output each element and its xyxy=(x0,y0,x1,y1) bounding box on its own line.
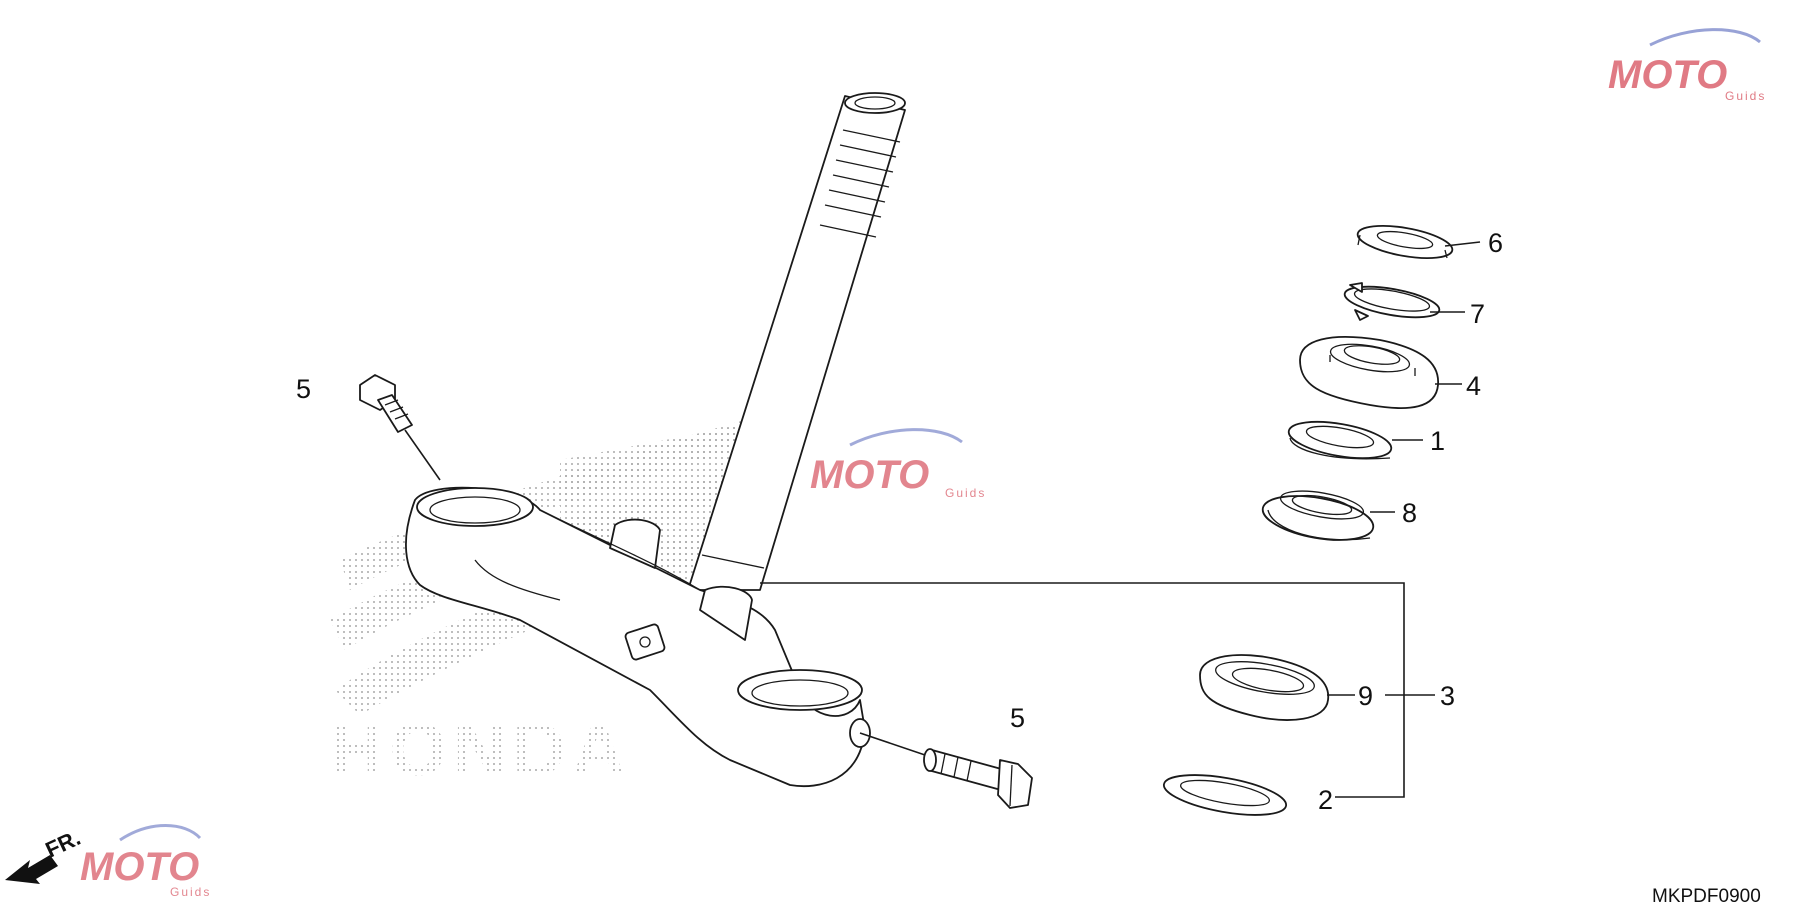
watermark-text-bottom: MOTO xyxy=(80,845,199,889)
honda-logo-text: HONDA xyxy=(330,708,631,791)
callout-2: 2 xyxy=(1318,785,1333,815)
leader-lines xyxy=(760,241,1481,798)
callout-1: 1 xyxy=(1430,426,1445,456)
part-1-dust-seal xyxy=(1287,420,1393,460)
callout-5-upper: 5 xyxy=(296,374,311,404)
watermark-center: MOTO Guids xyxy=(810,428,986,500)
front-direction-arrow: FR. xyxy=(5,825,84,884)
bottom-bridge xyxy=(405,486,871,788)
part-8-upper-bearing xyxy=(1261,490,1375,541)
diagram-code: MKPDF0900 xyxy=(1652,886,1761,907)
watermark-subtext-bottom: Guids xyxy=(170,885,211,899)
pinch-bolt-lower xyxy=(859,732,1033,809)
part-7-lock-washer xyxy=(1343,282,1441,321)
part-6-lock-nut xyxy=(1356,224,1454,260)
part-9-lower-bearing xyxy=(1199,654,1330,721)
watermark-bottom-left: MOTO Guids xyxy=(80,824,211,899)
callout-5-lower: 5 xyxy=(1010,703,1025,733)
callout-9: 9 xyxy=(1358,681,1373,711)
callout-3: 3 xyxy=(1440,681,1455,711)
callout-7: 7 xyxy=(1470,299,1485,329)
watermark-subtext-center: Guids xyxy=(945,486,986,500)
watermark-top-right: MOTO Guids xyxy=(1608,28,1766,103)
part-2-lower-dust-seal xyxy=(1162,774,1288,816)
watermark-subtext-top: Guids xyxy=(1725,89,1766,103)
watermark-text-top: MOTO xyxy=(1608,53,1727,97)
callout-6: 6 xyxy=(1488,228,1503,258)
pinch-bolt-upper xyxy=(359,374,441,481)
watermark-text-center: MOTO xyxy=(810,453,929,497)
callout-4: 4 xyxy=(1466,371,1481,401)
steering-stem xyxy=(687,92,906,591)
callout-8: 8 xyxy=(1402,498,1417,528)
part-4-adjusting-nut xyxy=(1299,336,1439,410)
